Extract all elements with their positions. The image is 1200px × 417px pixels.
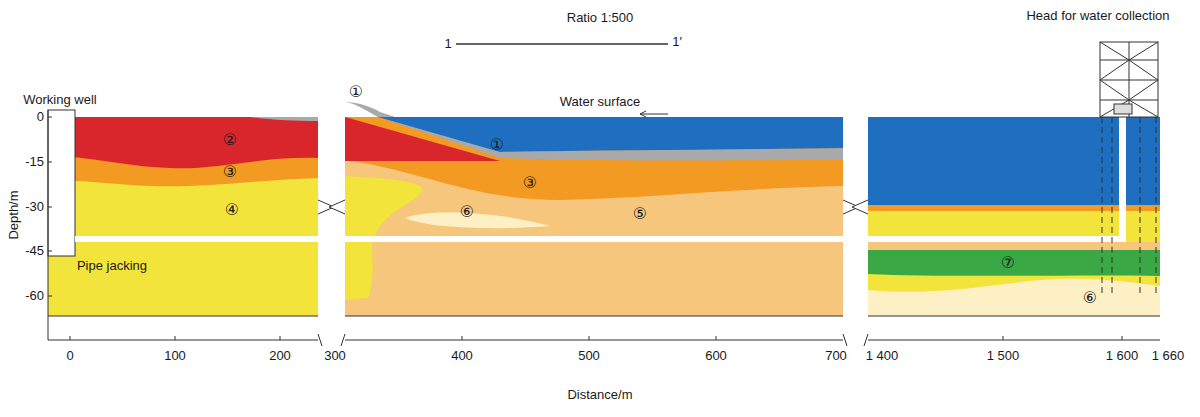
axis [48,110,1160,346]
layer-number: ⑥ [1083,289,1097,307]
axis-tick: 1 600 [1106,349,1139,363]
water-intake-tower [1100,42,1158,296]
panel-middle [345,102,843,316]
break-mark [318,200,868,214]
scale-end: 1 [444,37,451,51]
layer-number: ① [490,136,504,154]
layer-number: ⑦ [1001,254,1015,272]
layer-number: ④ [225,201,239,219]
panel-left [48,110,318,316]
layer-number: ⑤ [633,205,647,223]
axis-tick: 1 500 [987,349,1020,363]
water-label: Water surface [560,95,640,109]
axis-tick: 300 [324,349,346,363]
axis-tick: 700 [825,349,847,363]
axis-tick: 1 660 [1152,349,1185,363]
structure-label: Head for water collection [1026,9,1169,23]
panel-right [868,42,1160,316]
layer-number: ⑥ [460,203,474,221]
structure-label: Working well [23,93,96,107]
axis-tick: 400 [451,349,473,363]
axis-tick: -15 [25,155,44,169]
axis-tick: -30 [25,200,44,214]
scale-bar [456,43,668,45]
axis-tick: 200 [269,349,291,363]
layer-number: ③ [523,174,537,192]
scale-end: 1′ [672,35,682,49]
axis-tick: 1 400 [866,349,899,363]
axis-tick: 600 [705,349,727,363]
axis-tick: -60 [25,289,44,303]
axis-tick: 100 [164,349,186,363]
scale-title: Ratio 1:500 [567,11,634,25]
axis-tick: 0 [66,349,73,363]
layer-number: ③ [223,163,237,181]
axis-tick: -45 [25,244,44,258]
axis-title: Depth/m [7,190,21,239]
axis-title: Distance/m [567,388,632,402]
structure-label: Pipe jacking [77,259,147,273]
axis-tick: 0 [37,110,44,124]
layer-number: ① [349,83,363,101]
layer-number: ② [223,131,237,149]
axis-tick: 500 [578,349,600,363]
